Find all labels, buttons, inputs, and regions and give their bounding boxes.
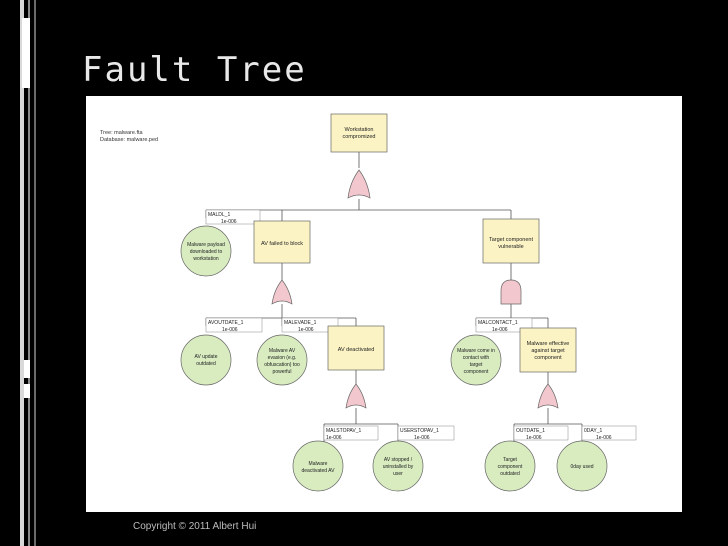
userstopav-basic-event — [372, 440, 424, 492]
malstopav-id: MALSTOPAV_1 — [326, 428, 362, 434]
malevade-id: MALEVADE_1 — [284, 320, 317, 326]
av-failed-label: AV failed to block — [261, 241, 303, 247]
malcontact-prob: 1e-006 — [492, 327, 508, 333]
top-event-label-2: compromized — [342, 134, 375, 140]
oday-desc-1: 0day used — [570, 464, 593, 470]
malstopav-desc-1: Malware — [309, 461, 328, 467]
malstopav-basic-event — [292, 440, 344, 492]
tree-file-label: Tree: malware.fta — [100, 130, 144, 136]
outdate-desc-1: Target — [503, 457, 518, 463]
avoutdate-id: AVOUTDATE_1 — [208, 320, 244, 326]
maldl-id-box — [205, 209, 261, 225]
slide-footer: Copyright © 2011 Albert Hui — [133, 521, 257, 532]
avoutdate-id-box — [205, 317, 263, 333]
left-decor-bar — [20, 0, 24, 546]
av-deactivated-label: AV deactivated — [338, 347, 375, 353]
malcontact-id: MALCONTACT_1 — [478, 320, 518, 326]
left-accent-small-2 — [24, 384, 30, 398]
target-vuln-label-2: vulnerable — [498, 244, 523, 250]
outdate-desc-3: outdated — [500, 471, 520, 477]
mal-effective-label-3: component — [534, 355, 562, 361]
oday-id: 0DAY_1 — [584, 428, 602, 434]
outdate-prob: 1e-006 — [526, 435, 542, 441]
oday-id-box — [581, 425, 637, 441]
userstopav-desc-1: AV stopped / — [384, 457, 413, 463]
database-file-label: Database: malware.ped — [100, 137, 158, 143]
malevade-basic-event — [256, 334, 308, 386]
malcontact-desc-4: component — [464, 369, 489, 375]
malcontact-desc-3: target — [470, 362, 483, 368]
userstopav-desc-2: uninstalled by — [383, 464, 414, 470]
mal-effective-label-1: Malware effective — [527, 341, 570, 347]
maldl-desc-3: workstation — [193, 256, 219, 262]
left-accent-box — [22, 18, 30, 88]
userstopav-prob: 1e-006 — [414, 435, 430, 441]
top-event-label-1: Workstation — [345, 127, 374, 133]
maldl-desc-1: Malware payload — [187, 242, 225, 248]
malstopav-desc-2: deactivated AV — [302, 468, 336, 474]
target-vuln-label-1: Target component — [489, 237, 533, 243]
malcontact-id-box — [475, 317, 533, 333]
maldl-basic-event — [180, 225, 232, 277]
malcontact-desc-2: contact with — [463, 355, 490, 361]
slide-title: Fault Tree — [82, 50, 307, 90]
malevade-desc-4: powerful — [273, 369, 292, 375]
avoutdate-prob: 1e-006 — [222, 327, 238, 333]
outdate-basic-event — [484, 440, 536, 492]
malevade-desc-3: obfuscation) too — [264, 362, 300, 368]
target-vuln-box — [482, 218, 540, 264]
oday-basic-event — [556, 440, 608, 492]
fault-tree-diagram: Tree: malware.fta Database: malware.ped … — [86, 96, 682, 512]
malcontact-desc-1: Malware come in — [457, 348, 495, 354]
userstopav-desc-3: user — [393, 471, 403, 477]
or-gate-mal-effective — [537, 383, 559, 409]
outdate-desc-2: component — [498, 464, 523, 470]
mal-effective-label-2: against target — [531, 348, 565, 354]
mal-effective-box — [519, 327, 577, 373]
or-gate-av-failed — [271, 279, 293, 305]
av-deactivated-box — [327, 325, 385, 371]
oday-prob: 1e-006 — [596, 435, 612, 441]
malstopav-prob: 1e-006 — [326, 435, 342, 441]
malevade-desc-1: Malware AV — [269, 348, 296, 354]
malevade-desc-2: evasion (e.g. — [268, 355, 297, 361]
and-gate-target-vuln — [500, 279, 522, 305]
avoutdate-basic-event — [180, 334, 232, 386]
outdate-id-box — [513, 425, 569, 441]
malcontact-basic-event — [450, 334, 502, 386]
outdate-id: OUTDATE_1 — [516, 428, 545, 434]
malevade-id-box — [281, 317, 339, 333]
malevade-prob: 1e-006 — [298, 327, 314, 333]
avoutdate-desc-1: AV update — [195, 354, 218, 360]
or-gate-av-deactivated — [345, 383, 367, 409]
av-failed-box — [253, 220, 311, 264]
left-decor-bar-3 — [34, 0, 36, 546]
maldl-prob: 1e-006 — [221, 219, 237, 225]
maldl-desc-2: downloaded to — [190, 249, 223, 255]
malstopav-id-box — [323, 425, 379, 441]
avoutdate-desc-2: outdated — [196, 361, 216, 367]
maldl-id: MALDL_1 — [208, 212, 230, 218]
or-gate-top — [347, 169, 371, 199]
left-accent-small — [24, 360, 30, 378]
top-event-box — [330, 113, 388, 153]
userstopav-id-box — [397, 425, 455, 441]
left-decor-bar-2 — [28, 0, 30, 546]
userstopav-id: USERSTOPAV_1 — [400, 428, 439, 434]
